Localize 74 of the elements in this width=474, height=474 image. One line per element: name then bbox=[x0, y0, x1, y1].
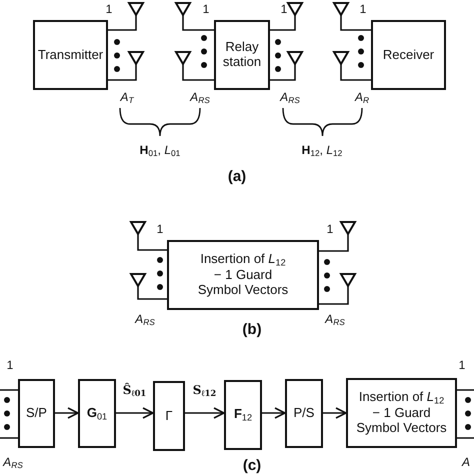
process-box bbox=[153, 381, 185, 451]
connector-line bbox=[270, 64, 296, 81]
antenna-index: 1 bbox=[156, 222, 164, 236]
process-box bbox=[167, 240, 319, 310]
arrow bbox=[323, 407, 347, 419]
panel-label: (b) bbox=[242, 323, 262, 337]
antenna-array-label: A$_{RS}$ bbox=[325, 312, 345, 330]
antenna-index: 1 bbox=[360, 2, 366, 16]
connector-line bbox=[270, 15, 296, 31]
antenna-index: H$_{01}$, L$_{01}$ bbox=[140, 143, 180, 160]
antenna-icon bbox=[175, 2, 191, 16]
box-label: Γ bbox=[165, 408, 173, 424]
antenna-array-label: A$_{RS}$ bbox=[190, 90, 210, 108]
antenna-array-label: A$_{RS}$ bbox=[135, 312, 155, 330]
connector-line bbox=[137, 286, 167, 300]
arrow bbox=[262, 407, 286, 419]
box-label: Insertion of L$_{12}$ − 1 Guard Symbol Vectors bbox=[355, 390, 448, 436]
antenna-index: 1 bbox=[202, 2, 210, 16]
antenna-icon bbox=[128, 51, 144, 65]
box-label: Transmitter bbox=[38, 48, 104, 62]
antenna-index: H$_{12}$, L$_{12}$ bbox=[302, 143, 342, 160]
box-label: G$_{01}$ bbox=[86, 406, 108, 422]
antenna-index: 1 bbox=[106, 2, 112, 16]
arrow bbox=[185, 407, 225, 419]
antenna-array-label: A bbox=[462, 455, 470, 469]
process-box bbox=[285, 379, 323, 448]
antenna-icon bbox=[130, 221, 146, 235]
antenna-array-label: A$_{R}$ bbox=[354, 90, 370, 108]
arrow bbox=[55, 407, 79, 419]
antenna-index: 1 bbox=[326, 222, 334, 236]
arrow bbox=[116, 407, 154, 419]
box-label: S/P bbox=[26, 406, 47, 421]
box-label: Relay station bbox=[222, 40, 262, 70]
connector-line bbox=[457, 389, 474, 391]
antenna-icon bbox=[333, 51, 349, 65]
panel-label: (c) bbox=[242, 459, 262, 473]
box-label: P/S bbox=[294, 406, 314, 421]
connector-line bbox=[319, 234, 349, 252]
box-label: F$_{12}$ bbox=[234, 407, 252, 423]
antenna-icon bbox=[340, 221, 356, 235]
connector-line bbox=[108, 15, 137, 31]
panel-label: (a) bbox=[228, 170, 246, 184]
process-box bbox=[33, 20, 108, 90]
antenna-icon bbox=[287, 2, 303, 16]
connector-line bbox=[319, 286, 349, 305]
process-box bbox=[346, 378, 457, 448]
antenna-index: 1 bbox=[6, 358, 14, 372]
antenna-index: 1 bbox=[458, 358, 466, 372]
connector-line bbox=[457, 437, 474, 439]
connector-line bbox=[137, 234, 167, 251]
antenna-array-label: A$_{T}$ bbox=[120, 90, 134, 108]
antenna-icon bbox=[333, 2, 349, 16]
connector-line bbox=[0, 437, 18, 439]
process-box bbox=[224, 380, 262, 450]
antenna-icon bbox=[128, 2, 144, 16]
connector-line bbox=[340, 64, 371, 81]
connector-line bbox=[108, 64, 137, 81]
antenna-icon bbox=[175, 51, 191, 65]
box-label: Receiver bbox=[382, 48, 434, 62]
connector-line bbox=[0, 389, 18, 391]
antenna-icon bbox=[287, 51, 303, 65]
process-box bbox=[18, 379, 55, 448]
process-box bbox=[78, 379, 116, 448]
box-label: Insertion of L$_{12}$ − 1 Guard Symbol Vectors bbox=[196, 252, 290, 298]
connector-line bbox=[182, 64, 214, 81]
antenna-array-label: A$_{RS}$ bbox=[3, 455, 23, 472]
antenna-icon bbox=[130, 273, 146, 287]
antenna-index: 1 bbox=[280, 2, 288, 16]
process-box bbox=[371, 20, 446, 90]
connector-line bbox=[340, 15, 371, 31]
antenna-array-label: A$_{RS}$ bbox=[280, 90, 300, 108]
antenna-icon bbox=[340, 273, 356, 287]
connector-line bbox=[182, 15, 214, 31]
process-box bbox=[214, 20, 270, 90]
